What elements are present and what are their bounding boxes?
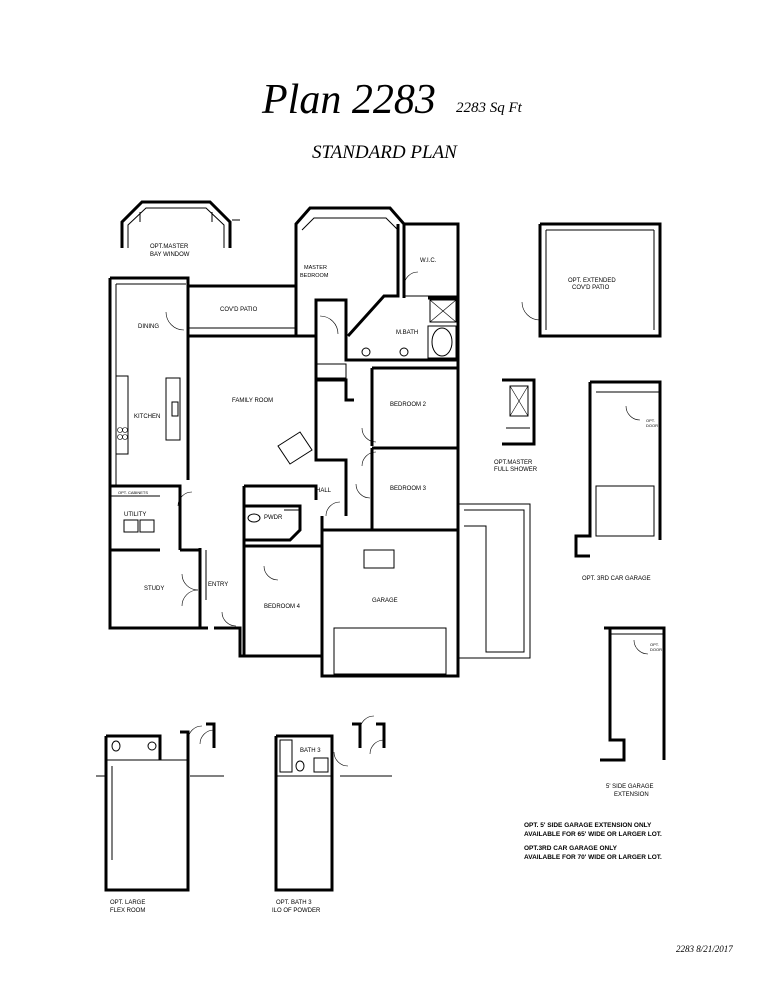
opt-third-car-garage xyxy=(574,380,662,558)
label-third-car: OPT. 3RD CAR GARAGE xyxy=(582,576,651,582)
label-covd-patio: COV'D PATIO xyxy=(220,307,258,313)
opt-master-full-shower xyxy=(502,378,536,446)
label-side-ext-1: 5' SIDE GARAGE xyxy=(606,784,654,790)
label-flex-2: FLEX ROOM xyxy=(110,908,145,914)
opt-extended-patio xyxy=(521,222,662,338)
label-pwdr: PWDR xyxy=(264,515,283,521)
main-floor-plan xyxy=(108,206,531,678)
label-opt-door2-2: DOOR xyxy=(650,647,662,652)
opt-bath-3 xyxy=(274,715,392,892)
label-bath3: BATH 3 xyxy=(300,748,321,754)
label-master-bay-1: OPT.MASTER xyxy=(150,244,189,250)
label-flex-1: OPT. LARGE xyxy=(110,900,145,906)
label-study: STUDY xyxy=(144,586,164,592)
note-1-line-1: OPT. 5' SIDE GARAGE EXTENSION ONLY xyxy=(524,822,652,829)
label-opt-cabinets: OPT. CABINETS xyxy=(118,490,148,495)
label-dining: DINING xyxy=(138,324,159,330)
label-mbath: M.BATH xyxy=(396,330,418,336)
label-shower-2: FULL SHOWER xyxy=(494,467,538,473)
plan-footer-date: 2283 8/21/2017 xyxy=(676,944,733,954)
label-ext-patio-1: OPT. EXTENDED xyxy=(568,278,616,284)
label-opt-door-2: DOOR xyxy=(646,423,658,428)
label-opt-door2-1: OPT. xyxy=(650,642,659,647)
label-bedroom-4: BEDROOM 4 xyxy=(264,604,301,610)
label-bath3-opt-2: ILO OF POWDER xyxy=(272,908,321,914)
side-garage-extension xyxy=(600,626,666,762)
square-footage: 2283 Sq Ft xyxy=(456,100,522,116)
note-2-line-1: OPT.3RD CAR GARAGE ONLY xyxy=(524,845,618,852)
label-bedroom-3: BEDROOM 3 xyxy=(390,486,427,492)
label-kitchen: KITCHEN xyxy=(134,414,160,420)
label-wic: W.I.C. xyxy=(420,258,437,264)
note-2-line-2: AVAILABLE FOR 70' WIDE OR LARGER LOT. xyxy=(524,854,662,861)
label-hall: HALL xyxy=(316,488,332,494)
label-garage: GARAGE xyxy=(372,598,398,604)
label-ext-patio-2: COV'D PATIO xyxy=(572,285,610,291)
label-entry: ENTRY xyxy=(208,582,228,588)
label-bath3-opt-1: OPT. BATH 3 xyxy=(276,900,312,906)
note-1-line-2: AVAILABLE FOR 65' WIDE OR LARGER LOT. xyxy=(524,831,662,838)
label-utility: UTILITY xyxy=(124,512,146,518)
label-master-bay-2: BAY WINDOW xyxy=(150,252,190,258)
opt-master-bay-window: OPT.MASTER BAY WINDOW xyxy=(120,200,240,258)
label-side-ext-2: EXTENSION xyxy=(614,792,649,798)
plan-subtitle: STANDARD PLAN xyxy=(312,142,457,163)
label-master-1: MASTER xyxy=(304,265,327,271)
plan-title: Plan 2283 xyxy=(262,77,436,123)
label-master-2: BEDROOM xyxy=(300,273,329,279)
opt-large-flex-room xyxy=(96,722,224,892)
label-shower-1: OPT.MASTER xyxy=(494,460,533,466)
label-family-room: FAMILY ROOM xyxy=(232,398,273,404)
label-opt-door-1: OPT. xyxy=(646,418,655,423)
label-bedroom-2: BEDROOM 2 xyxy=(390,402,427,408)
